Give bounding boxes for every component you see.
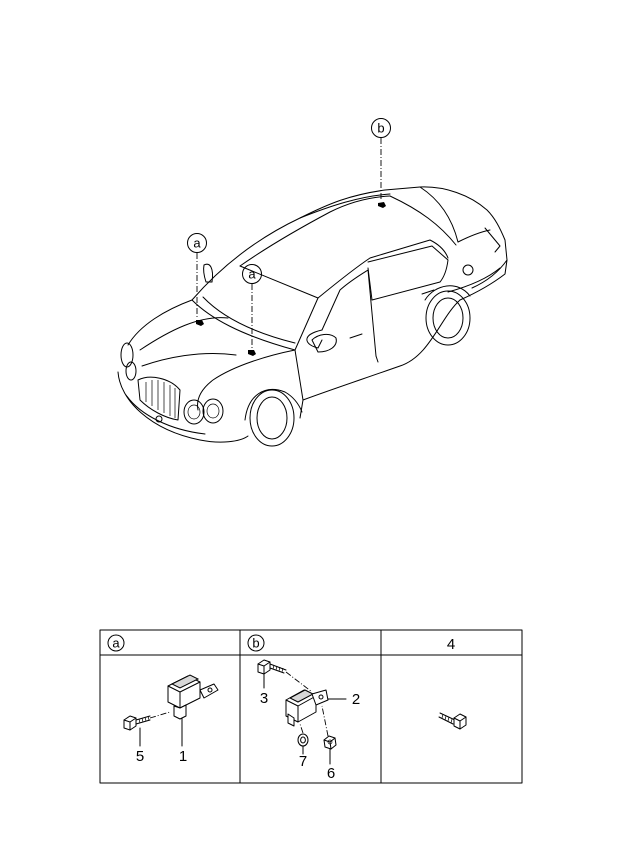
bolt-part-3 <box>257 659 287 675</box>
header-cell-a: a <box>107 634 125 652</box>
bolt-part-4 <box>438 712 467 730</box>
header-cell-b: b <box>247 634 265 652</box>
callout-a-cowl-label: a <box>248 267 256 282</box>
nut-part-6 <box>323 735 337 750</box>
parts-table: a b 4 <box>99 629 523 784</box>
part-label-2: 2 <box>352 691 360 708</box>
callout-a-cowl: a <box>242 264 262 348</box>
washer-part-7 <box>297 733 309 747</box>
callout-b-rear-label: b <box>377 121 384 136</box>
part-label-6: 6 <box>327 765 335 782</box>
cell-b-parts: 3 2 7 6 <box>257 659 360 782</box>
bolt-part-5 <box>123 715 151 731</box>
callout-b-rear: b <box>371 118 391 201</box>
callout-a-hood-label: a <box>193 236 201 251</box>
part-label-1: 1 <box>179 748 187 765</box>
part-label-7: 7 <box>299 753 307 770</box>
part-label-3: 3 <box>260 690 268 707</box>
sensor-part-2 <box>285 689 329 727</box>
header-a-label: a <box>112 636 120 651</box>
header-b-label: b <box>252 636 259 651</box>
sensor-part-1 <box>167 674 219 720</box>
callout-a-hood: a <box>187 233 207 318</box>
car-illustration <box>117 186 508 447</box>
header-4-label: 4 <box>447 636 455 653</box>
cell-a-parts: 5 1 <box>123 674 219 765</box>
part-label-5: 5 <box>136 748 144 765</box>
